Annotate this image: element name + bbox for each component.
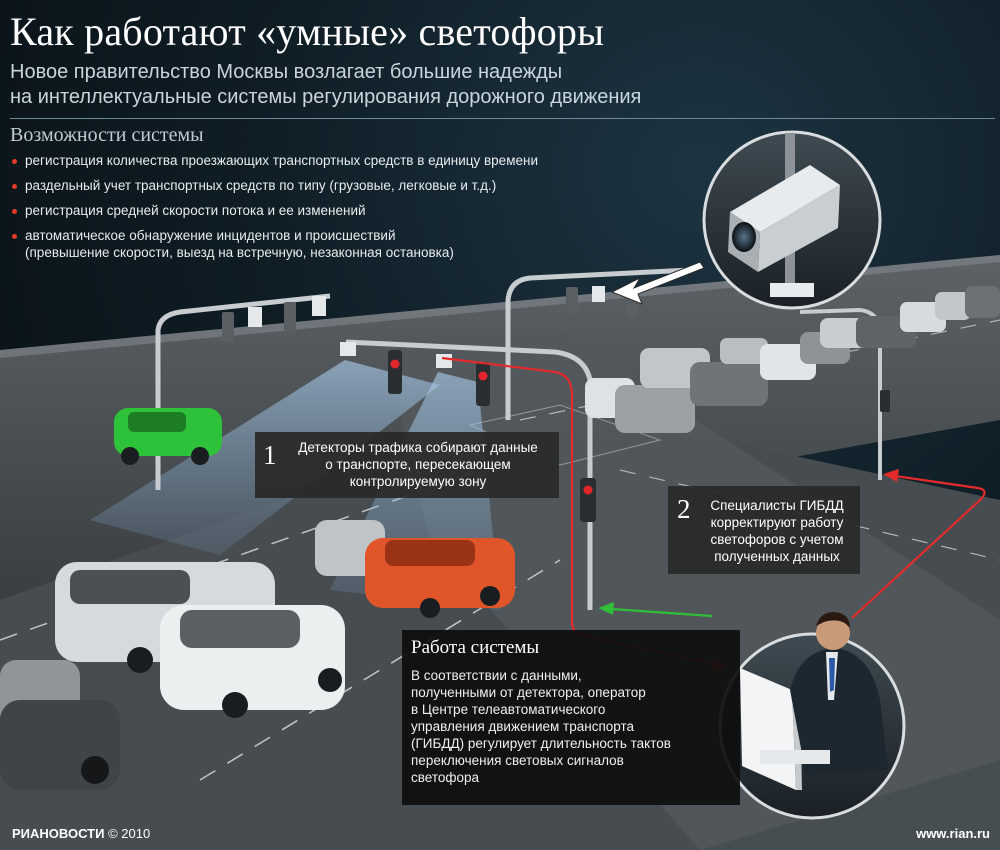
footer-url: www.rian.ru [916,826,990,841]
footer-brand: РИАНОВОСТИ © 2010 [12,826,150,841]
header-divider [10,118,995,119]
feature-text: регистрация средней скорости потока и ее… [25,203,366,218]
feature-text: регистрация количества проезжающих транс… [25,153,538,168]
queued-cars-near [0,520,515,790]
feature-text: (превышение скорости, выезд на встречную… [25,245,454,260]
bullet-icon [12,234,17,239]
callout-line: полученных данных [714,549,840,564]
callout-line: светофоров с учетом [710,532,844,547]
callout-text: Специалисты ГИБДД корректируют работу св… [698,497,856,565]
brand-logo: РИАНОВОСТИ [12,826,105,841]
operation-text: В соответствии с данными, полученными от… [411,668,671,785]
feature-item: автоматическое обнаружение инцидентов и … [12,227,538,244]
bullet-icon [12,209,17,214]
callout-text: Детекторы трафика собирают данные о тран… [283,439,553,490]
traffic-light-gantry-left [155,293,331,490]
page-subtitle: Новое правительство Москвы возлагает бол… [10,60,641,110]
highlighted-green-car [114,408,222,465]
features-heading: Возможности системы [10,124,204,146]
feature-item: раздельный учет транспортных средств по … [12,177,538,194]
copyright: © 2010 [108,826,151,841]
callout-line: о транспорте, пересекающем [325,457,511,472]
subtitle-line: Новое правительство Москвы возлагает бол… [10,61,563,83]
queued-cars-far [585,286,1000,433]
feature-item: регистрация количества проезжающих транс… [12,152,538,169]
feature-item: регистрация средней скорости потока и ее… [12,202,538,219]
system-operation-panel: Работа системы В соответствии с данными,… [402,630,740,805]
camera-closeup [702,130,882,310]
bullet-icon [12,184,17,189]
callout-detectors: 1 Детекторы трафика собирают данные о тр… [255,432,559,498]
feature-item-continuation: (превышение скорости, выезд на встречную… [12,244,538,261]
subtitle-line: на интеллектуальные системы регулировани… [10,86,642,108]
feature-text: раздельный учет транспортных средств по … [25,178,497,193]
page-title: Как работают «умные» светофоры [10,9,605,54]
operator-closeup [718,612,906,820]
callout-line: корректируют работу [710,515,844,530]
traffic-light-gantry-center [340,339,596,610]
camera-pointer-arrow [610,261,705,305]
operation-title: Работа системы [411,637,540,658]
bullet-icon [12,159,17,164]
features-list: регистрация количества проезжающих транс… [12,152,538,269]
callout-number: 1 [263,440,277,470]
callout-line: контролируемую зону [349,474,487,489]
callout-line: Специалисты ГИБДД [710,498,844,513]
feature-text: автоматическое обнаружение инцидентов и … [25,228,396,243]
callout-number: 2 [677,494,691,524]
callout-line: Детекторы трафика собирают данные [298,440,538,455]
callout-specialists: 2 Специалисты ГИБДД корректируют работу … [668,486,860,574]
